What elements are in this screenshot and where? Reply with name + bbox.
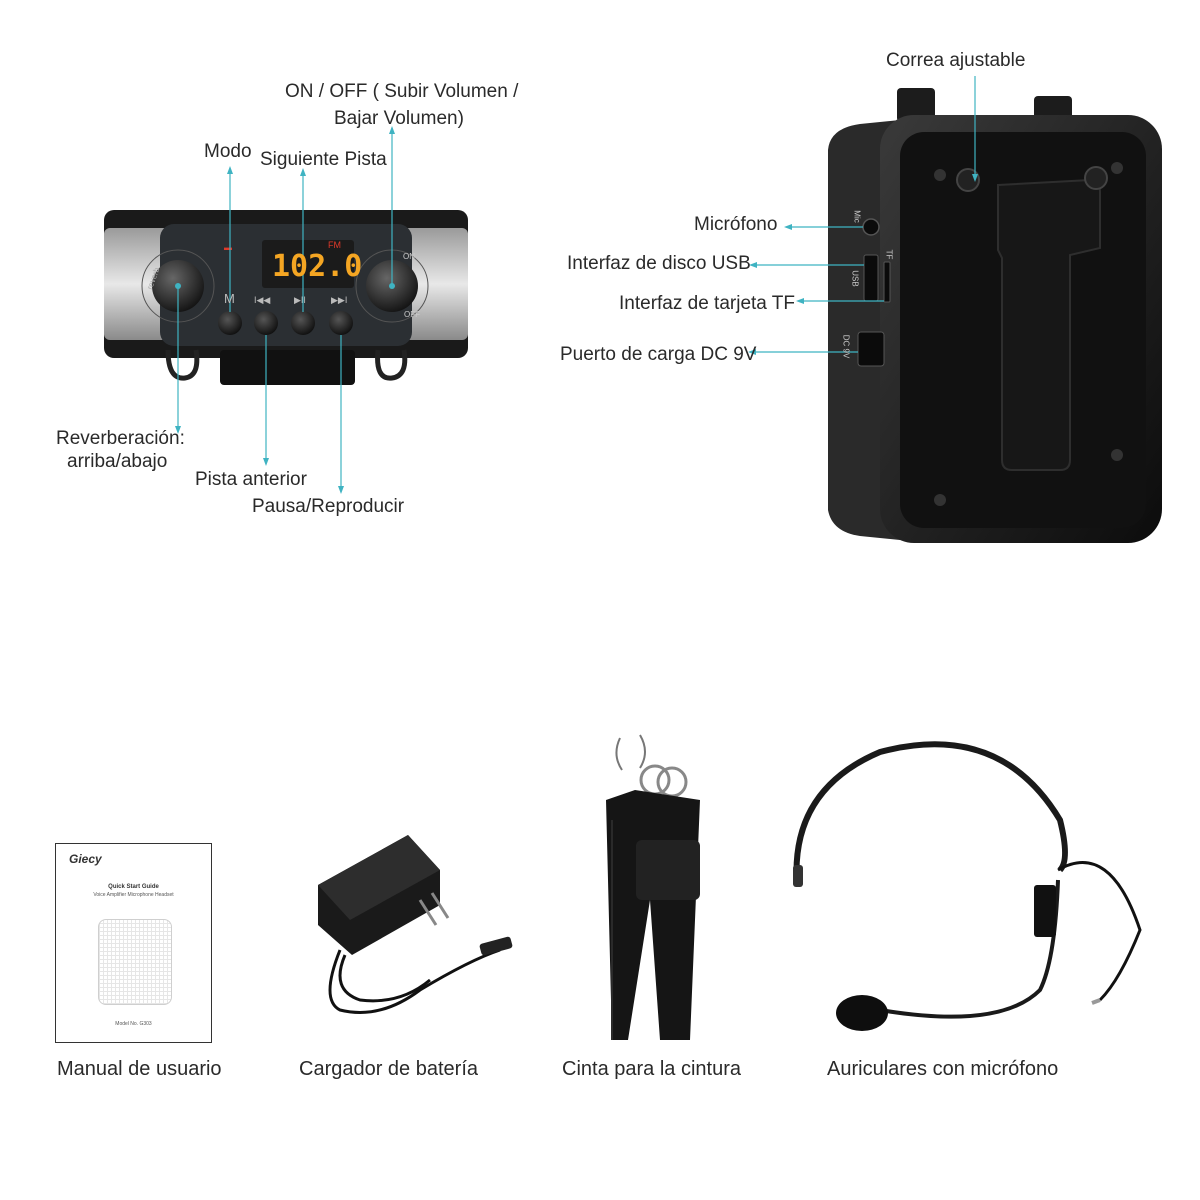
prev-glyph: I◀◀	[254, 295, 271, 305]
caption-belt: Cinta para la cintura	[562, 1058, 741, 1080]
play-glyph: ▶II	[294, 295, 306, 305]
caption-manual: Manual de usuario	[57, 1058, 222, 1080]
play-pause-button[interactable]	[291, 311, 315, 335]
mode-label: Modo	[204, 141, 252, 162]
power-label-line2: Bajar Volumen)	[334, 108, 464, 129]
power-label-line1: ON / OFF ( Subir Volumen /	[285, 81, 519, 102]
manual-device-image	[98, 919, 172, 1005]
headset-microphone	[793, 741, 1142, 1031]
caption-charger: Cargador de batería	[299, 1058, 479, 1080]
next-track-label: Siguiente Pista	[260, 149, 387, 170]
prev-track-button[interactable]	[254, 311, 278, 335]
caption-headset: Auriculares con micrófono	[827, 1058, 1059, 1080]
waist-belt	[606, 734, 700, 1040]
user-manual: Giecy Quick Start Guide Voice Amplifier …	[55, 843, 212, 1043]
usb-label: Interfaz de disco USB	[567, 253, 751, 274]
dc-label: Puerto de carga DC 9V	[560, 344, 757, 365]
dc-port[interactable]	[857, 331, 885, 367]
next-track-button[interactable]	[329, 311, 353, 335]
manual-model: Model No. G303	[115, 1021, 152, 1027]
manual-subtitle: Voice Amplifier Microphone Headset	[93, 892, 174, 898]
battery-charger	[318, 835, 513, 1014]
led-display	[262, 240, 354, 288]
belt-clip	[220, 350, 355, 385]
knob-on-label: ON	[403, 252, 415, 261]
mode-button[interactable]	[218, 311, 242, 335]
prev-track-label: Pista anterior	[195, 469, 307, 490]
next-glyph: ▶▶I	[331, 295, 348, 305]
strap-label: Correa ajustable	[886, 50, 1026, 71]
reverb-label-line1: Reverberación:	[56, 428, 185, 449]
knob-off-label: OFF	[404, 310, 420, 319]
mic-label: Micrófono	[694, 214, 778, 235]
manual-brand: Giecy	[69, 852, 102, 866]
tf-label: Interfaz de tarjeta TF	[619, 293, 796, 314]
reverb-label-line2: arriba/abajo	[67, 451, 168, 472]
play-pause-label: Pausa/Reproducir	[252, 496, 405, 517]
display-badge: FM	[328, 240, 341, 250]
manual-title: Quick Start Guide	[108, 884, 159, 890]
display-value: 102.0	[272, 249, 363, 284]
mode-glyph: M	[224, 291, 235, 306]
tf-port[interactable]	[883, 261, 891, 303]
svg-text:▬: ▬	[224, 243, 232, 252]
